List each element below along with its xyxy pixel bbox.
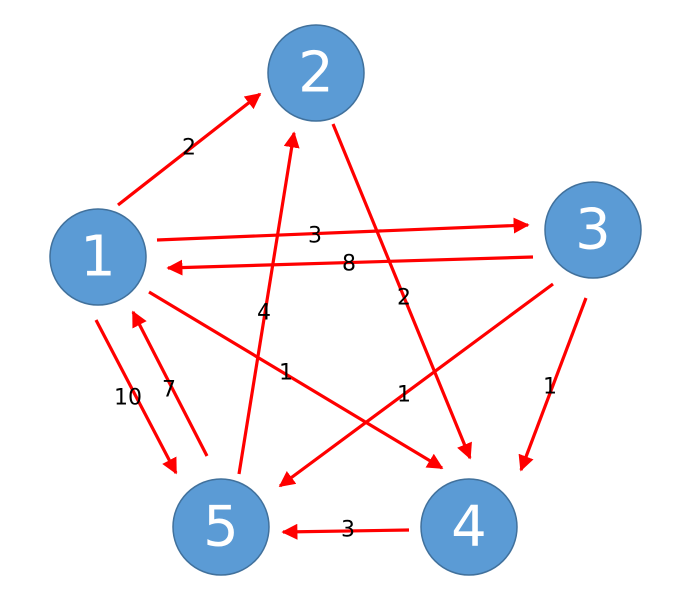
edge-weight-5-to-1: 7 xyxy=(162,378,176,403)
edge-weight-3-to-5: 1 xyxy=(397,383,411,408)
edge-1-to-4: 1 xyxy=(148,290,444,470)
edge-weight-4-to-5: 3 xyxy=(341,518,355,543)
edge-line-3-to-1 xyxy=(166,255,534,276)
edge-weight-1-to-2: 2 xyxy=(182,136,196,161)
edge-weight-2-to-4: 2 xyxy=(397,286,411,311)
edge-weight-5-to-2: 4 xyxy=(257,301,271,326)
edge-line-4-to-5 xyxy=(281,523,410,540)
node-1: 1 xyxy=(49,208,147,306)
edges-layer: 2 3 8 2 4 1 1 xyxy=(94,92,588,543)
node-4-circle xyxy=(420,478,518,576)
edge-5-to-1: 7 xyxy=(131,310,209,457)
edge-weight-3-to-4: 1 xyxy=(543,375,557,400)
edge-line-1-to-4 xyxy=(148,290,444,470)
edge-line-3-to-5 xyxy=(278,282,554,488)
edge-line-1-to-5 xyxy=(94,319,178,475)
node-3-label: 3 xyxy=(575,198,611,263)
edge-4-to-5: 3 xyxy=(281,518,410,543)
edge-line-1-to-2 xyxy=(117,92,262,207)
nodes-layer: 1 2 3 4 5 xyxy=(49,24,642,576)
node-2-circle xyxy=(267,24,365,122)
node-3: 3 xyxy=(544,181,642,279)
edge-weight-1-to-4: 1 xyxy=(279,361,293,386)
edge-3-to-4: 1 xyxy=(518,297,588,472)
node-1-circle xyxy=(49,208,147,306)
node-4: 4 xyxy=(420,478,518,576)
node-5-circle xyxy=(172,478,270,576)
edge-line-3-to-4 xyxy=(518,297,588,472)
edge-2-to-4: 2 xyxy=(331,123,472,460)
edge-1-to-3: 3 xyxy=(156,217,530,249)
edge-3-to-5: 1 xyxy=(278,282,554,488)
node-3-circle xyxy=(544,181,642,279)
node-5-label: 5 xyxy=(203,495,239,560)
edge-weight-1-to-5: 10 xyxy=(114,386,142,411)
node-1-label: 1 xyxy=(80,225,116,290)
edge-weight-3-to-1: 8 xyxy=(342,252,356,277)
edge-1-to-5: 10 xyxy=(94,319,178,475)
edge-weight-1-to-3: 3 xyxy=(308,224,322,249)
edge-line-5-to-1 xyxy=(131,310,209,457)
node-5: 5 xyxy=(172,478,270,576)
node-2: 2 xyxy=(267,24,365,122)
edge-3-to-1: 8 xyxy=(166,252,534,277)
edge-5-to-2: 4 xyxy=(237,131,300,475)
node-4-label: 4 xyxy=(451,495,487,560)
node-2-label: 2 xyxy=(298,41,334,106)
edge-line-2-to-4 xyxy=(331,123,472,460)
edge-line-1-to-3 xyxy=(156,217,530,242)
edge-1-to-2: 2 xyxy=(117,92,262,207)
edge-line-5-to-2 xyxy=(237,131,300,475)
